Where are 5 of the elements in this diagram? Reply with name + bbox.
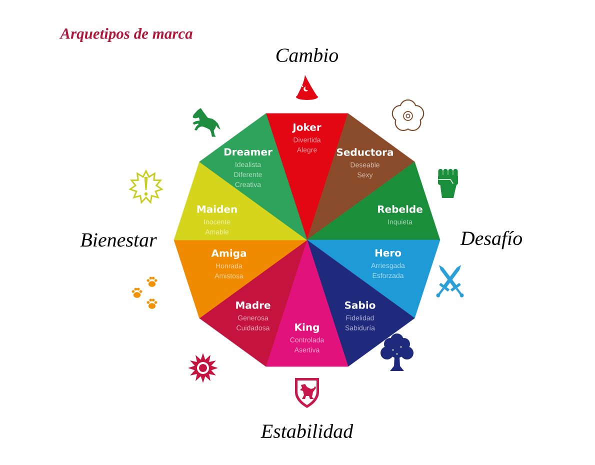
- quadrant-label: Cambio: [276, 48, 338, 62]
- title: Arquetipos de marca: [59, 28, 192, 42]
- quadrant-label: Desafío: [460, 230, 522, 250]
- quadrant-label: Estabilidad: [260, 424, 354, 438]
- quadrant-label: Bienestar: [80, 233, 157, 247]
